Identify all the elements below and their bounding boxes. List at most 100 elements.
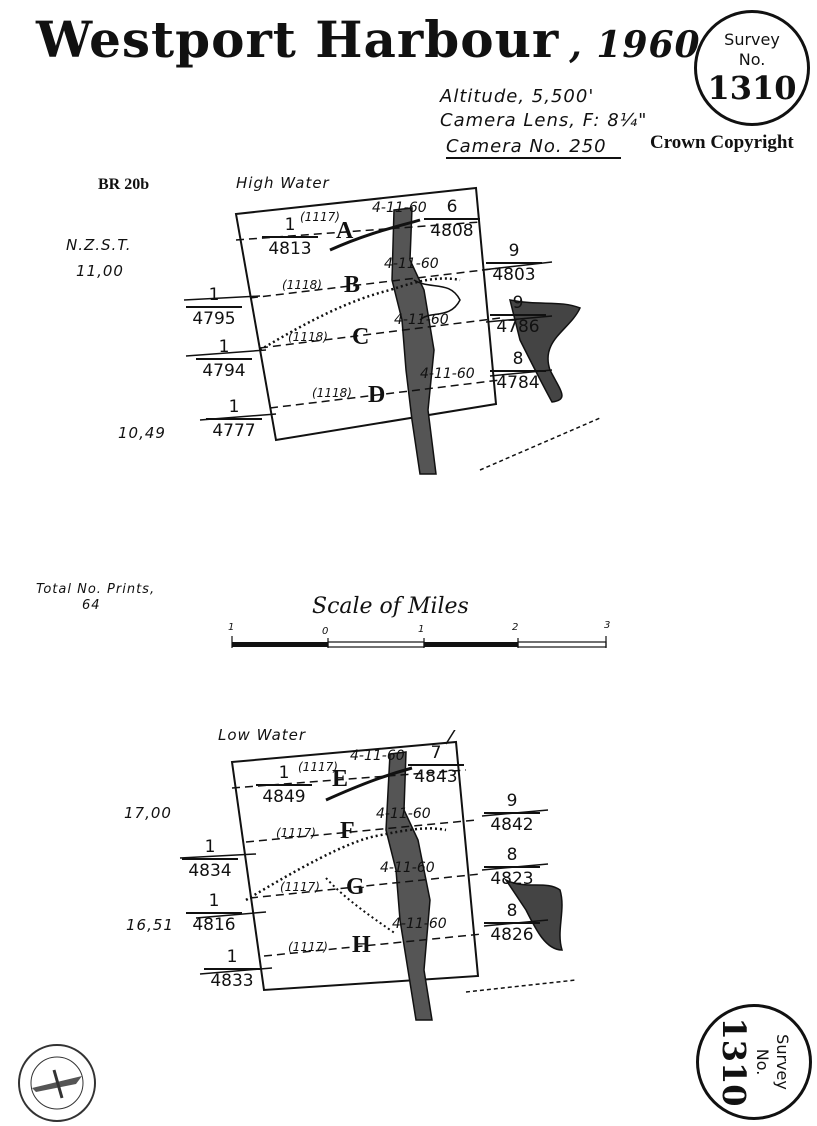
right-tick-e	[445, 730, 456, 745]
low-water-map	[179, 730, 577, 1021]
frame-left-c-den: 4794	[196, 358, 252, 382]
frame-left-c-num: 1	[218, 337, 230, 357]
total-prints-label: Total No. Prints,	[36, 582, 156, 597]
high-water-heading: High Water	[236, 174, 330, 192]
frame-right-g-num: 8	[506, 845, 518, 865]
railway-line-low	[465, 979, 577, 993]
frame-right-d-num: 8	[512, 349, 524, 369]
frame-left-g-num: 1	[208, 891, 220, 911]
date-d: 4-11-60	[420, 366, 475, 382]
scale-bar: 1 0 1 2 3	[228, 620, 612, 650]
harbour-mole	[413, 279, 461, 321]
low-time-top: 17,00	[124, 804, 172, 822]
frame-right-h-den: 4826	[484, 922, 540, 946]
frame-right-e-den: 4843	[408, 764, 464, 788]
coastline-north	[329, 218, 421, 252]
photo-no-b: (1118)	[282, 278, 322, 292]
survey-badge-number: 1310	[707, 69, 797, 107]
frame-left-a-den: 4813	[262, 236, 318, 260]
title-year: , 1960	[569, 24, 701, 66]
scale-tick-1: 0	[322, 626, 330, 637]
frame-left-d-den: 4777	[206, 418, 262, 442]
frame-right-f-num: 9	[506, 791, 518, 811]
high-water-map	[183, 186, 601, 475]
survey-badge-bottom-label: Survey No.	[753, 1034, 792, 1090]
title-text: Westport Harbour	[36, 10, 560, 69]
survey-badge-bottom: Survey No. 1310	[696, 1004, 812, 1120]
run-label-b: B	[344, 272, 361, 298]
date-b: 4-11-60	[384, 256, 439, 272]
total-prints-value: 64	[82, 598, 101, 613]
frame-right-h: 8 4826	[484, 900, 540, 946]
copyright-text: Crown Copyright	[650, 132, 794, 153]
frame-right-f-den: 4842	[484, 812, 540, 836]
frame-left-e: 1 4849	[256, 762, 312, 808]
frame-left-f: 1 4834	[182, 836, 238, 882]
frame-left-f-den: 4834	[182, 858, 238, 882]
run-label-h: H	[352, 932, 371, 958]
frame-right-g-den: 4823	[484, 866, 540, 890]
photo-no-d: (1118)	[312, 386, 352, 400]
scale-tick-2: 1	[418, 624, 426, 635]
left-bar-h	[199, 967, 273, 975]
frame-right-b: 9 4803	[486, 240, 542, 286]
frame-right-f: 9 4842	[484, 790, 540, 836]
run-label-a: A	[336, 218, 354, 244]
scale-tick-3: 2	[512, 622, 520, 633]
frame-right-e: 7 4843	[408, 742, 464, 788]
run-label-e: E	[332, 766, 349, 792]
left-bar-b	[183, 295, 261, 301]
frame-left-b-num: 1	[208, 285, 220, 305]
photo-no-g: (1117)	[280, 880, 320, 894]
frame-left-f-num: 1	[204, 837, 216, 857]
frame-right-a-num: 6	[446, 197, 458, 217]
run-label-f: F	[340, 818, 355, 844]
camera-text: Camera No. 250	[446, 136, 621, 159]
frame-left-h-den: 4833	[204, 968, 260, 992]
photo-coverage-frame	[234, 186, 498, 442]
photo-no-f: (1117)	[276, 826, 316, 840]
frame-right-a-den: 4808	[424, 218, 480, 242]
frame-right-h-num: 8	[506, 901, 518, 921]
map-title: Westport Harbour, 1960	[36, 10, 701, 69]
frame-left-b-den: 4795	[186, 306, 242, 330]
frame-right-d-den: 4784	[490, 370, 546, 394]
time-lower: 10,49	[118, 424, 166, 442]
scale-tick-0: 1	[228, 622, 236, 633]
frame-left-e-den: 4849	[256, 784, 312, 808]
harbour-mole-low	[325, 877, 397, 935]
nzst-time: 11,00	[76, 262, 124, 280]
low-time-bottom: 16,51	[126, 916, 174, 934]
frame-left-d: 1 4777	[206, 396, 262, 442]
run-line-h	[263, 933, 483, 957]
run-label-c: C	[352, 324, 370, 350]
lens-text: Camera Lens, F: 8¼"	[440, 110, 648, 131]
frame-right-b-num: 9	[508, 241, 520, 261]
frame-left-a-num: 1	[284, 215, 296, 235]
nzst-label: N.Z.S.T.	[66, 236, 132, 254]
run-line-c	[259, 317, 501, 349]
photo-no-e: (1117)	[298, 760, 338, 774]
frame-right-b-den: 4803	[486, 262, 542, 286]
run-label-g: G	[346, 874, 365, 900]
company-seal-logo	[18, 1044, 96, 1122]
scale-title: Scale of Miles	[312, 594, 469, 619]
altitude-text: Altitude, 5,500'	[440, 86, 595, 107]
frame-left-h-num: 1	[226, 947, 238, 967]
scale-bar-graphic	[231, 636, 607, 648]
date-e: 4-11-60	[350, 748, 405, 764]
run-label-d: D	[368, 382, 386, 408]
photo-coverage-frame-low	[230, 740, 480, 992]
frame-right-c-den: 4786	[490, 314, 546, 338]
survey-badge-label: Survey No.	[724, 30, 780, 69]
scale-tick-4: 3	[604, 620, 612, 631]
frame-right-c: 9 4786	[490, 292, 546, 338]
frame-left-d-num: 1	[228, 397, 240, 417]
survey-badge-top: Survey No. 1310	[694, 10, 810, 126]
frame-right-d: 8 4784	[490, 348, 546, 394]
photo-no-a: (1117)	[300, 210, 340, 224]
date-c: 4-11-60	[394, 312, 449, 328]
date-f: 4-11-60	[376, 806, 431, 822]
frame-right-g: 8 4823	[484, 844, 540, 890]
frame-right-c-num: 9	[512, 293, 524, 313]
